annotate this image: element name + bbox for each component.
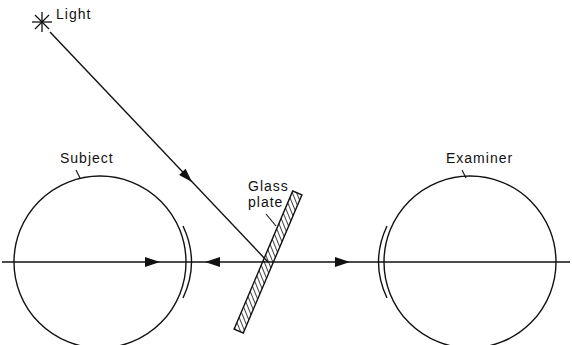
part-label: Subject bbox=[60, 150, 150, 166]
light-source bbox=[32, 12, 52, 32]
examiner-eye bbox=[384, 176, 556, 345]
ray-arrowhead bbox=[179, 169, 195, 185]
axis-arrowhead bbox=[205, 257, 220, 267]
part-label: Examiner bbox=[446, 150, 546, 166]
examiner-cornea bbox=[379, 226, 388, 298]
glass-plate bbox=[234, 191, 302, 333]
leader-line bbox=[462, 170, 466, 178]
optical-axis bbox=[2, 261, 570, 262]
axis-arrowhead bbox=[335, 257, 350, 267]
axis-arrowhead bbox=[145, 257, 160, 267]
leader-line bbox=[266, 214, 276, 226]
part-label: Light bbox=[56, 6, 126, 22]
leader-line bbox=[76, 170, 80, 178]
part-label: Glass plate bbox=[248, 178, 288, 210]
subject-eye bbox=[14, 176, 186, 345]
light-ray bbox=[50, 32, 268, 262]
subject-cornea bbox=[183, 226, 192, 298]
